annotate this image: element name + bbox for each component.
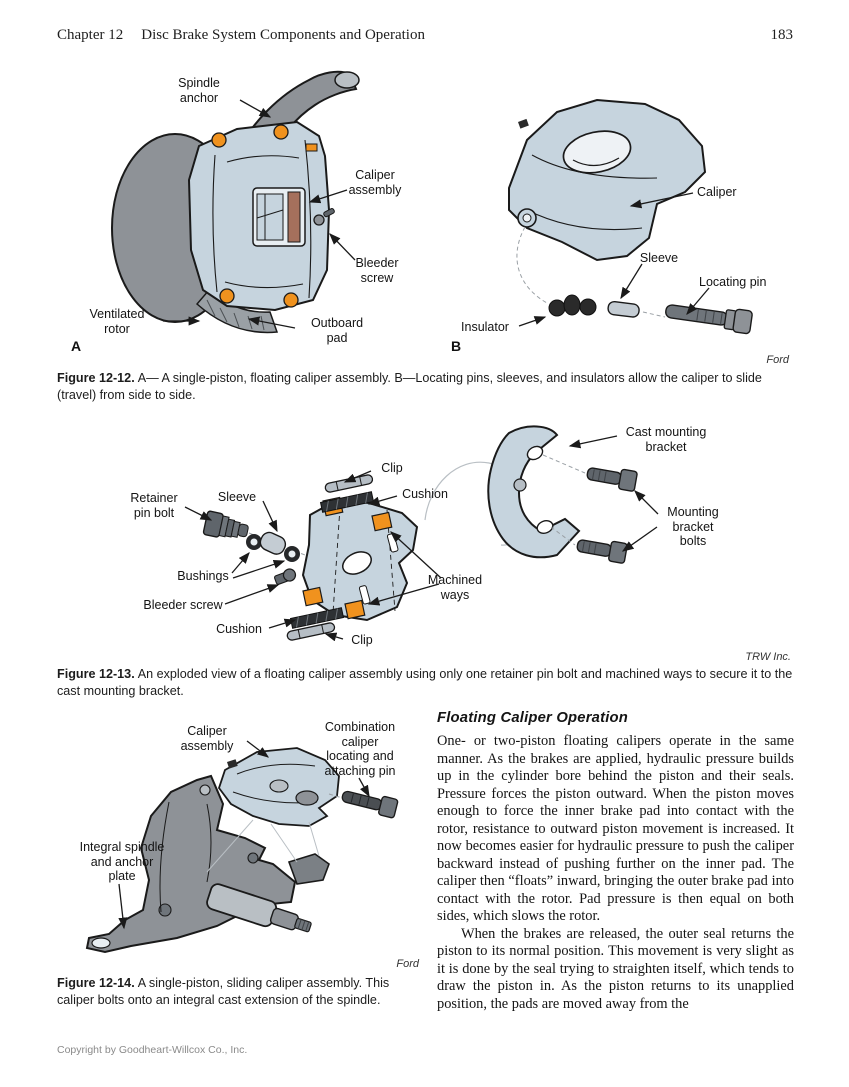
figure-12-14-credit: Ford xyxy=(396,958,419,970)
label-retainer-pin-bolt: Retainer pin bolt xyxy=(130,491,178,520)
sleeve-art xyxy=(259,531,287,555)
figure-12-13-caption-text: An exploded view of a floating caliper a… xyxy=(57,667,793,698)
label-spindle-anchor: Spindle anchor xyxy=(178,76,220,105)
page-number: 183 xyxy=(770,27,794,43)
figure-12-13-credit: TRW Inc. xyxy=(745,651,791,663)
figure-12-14-illustration xyxy=(85,740,399,954)
locating-pin-art xyxy=(665,304,753,335)
assembly-guide-line xyxy=(516,226,548,304)
label-bleeder-screw-13: Bleeder screw xyxy=(143,598,223,612)
cushion-top-art xyxy=(319,491,375,513)
alignment-guide-lines xyxy=(206,819,320,873)
figure-12-13-caption-label: Figure 12-13. xyxy=(57,667,135,681)
caliper-b-art xyxy=(508,98,707,262)
label-insulator: Insulator xyxy=(461,320,509,334)
caliper-assembly-art xyxy=(187,120,331,312)
sleeve-b-art xyxy=(607,300,640,318)
label-bleeder-screw: Bleeder screw xyxy=(355,256,399,285)
label-combination-pin: Combination caliper locating and attachi… xyxy=(324,720,396,778)
figure-12-12-illustration xyxy=(111,70,753,335)
figure-12-12-credit: Ford xyxy=(766,354,789,366)
figure-12-14: Caliper assembly Combination caliper loc… xyxy=(57,712,425,970)
chapter-title: Disc Brake System Components and Operati… xyxy=(141,27,425,43)
caliper-assembly-14-art xyxy=(217,747,340,827)
label-ventilated-rotor: Ventilated rotor xyxy=(89,307,145,336)
label-mounting-bracket-bolts: Mounting bracket bolts xyxy=(667,505,719,548)
figure-12-13-leader-lines xyxy=(184,435,659,642)
label-caliper-assembly-14: Caliper assembly xyxy=(180,724,234,753)
label-caliper: Caliper xyxy=(697,185,737,199)
clip-top-art xyxy=(324,474,374,493)
label-locating-pin: Locating pin xyxy=(699,275,767,289)
spindle-shaft-art xyxy=(206,883,312,933)
figure-12-13-caption: Figure 12-13.An exploded view of a float… xyxy=(57,666,795,699)
figure-12-12-caption: Figure 12-12.A— A single-piston, floatin… xyxy=(57,370,795,403)
header-chapter-title: Chapter 12 Disc Brake System Components a… xyxy=(57,27,425,44)
label-bushings: Bushings xyxy=(177,569,229,583)
clip-bottom-art xyxy=(286,622,336,641)
page-header: Chapter 12 Disc Brake System Components a… xyxy=(57,27,793,44)
label-caliper-assembly: Caliper assembly xyxy=(348,168,402,197)
bolt-guide-1 xyxy=(542,454,586,474)
bleeder-screw-13-art xyxy=(274,568,297,585)
label-clip-top: Clip xyxy=(381,461,403,475)
figure-12-14-caption: Figure 12-14.A single-piston, sliding ca… xyxy=(57,975,427,1008)
panel-letter-a: A xyxy=(71,338,82,354)
figure-12-12-caption-label: Figure 12-12. xyxy=(57,371,135,385)
figure-12-12: Spindle anchor Caliper assembly Bleeder … xyxy=(57,60,793,370)
figure-12-13-illustration xyxy=(184,425,659,642)
label-cushion-bottom: Cushion xyxy=(216,622,262,636)
figure-12-14-leader-lines xyxy=(118,740,370,930)
bushing-1-hole xyxy=(250,538,258,546)
article-column: Floating Caliper Operation One- or two-p… xyxy=(437,710,794,1013)
cast-mounting-bracket-art xyxy=(487,425,581,559)
chapter-number: Chapter 12 xyxy=(57,27,124,43)
figure-12-12-caption-text: A— A single-piston, floating caliper ass… xyxy=(57,371,762,402)
section-heading: Floating Caliper Operation xyxy=(437,710,628,726)
label-clip-bottom: Clip xyxy=(351,633,373,647)
attaching-pin-art xyxy=(341,790,399,819)
body-paragraph-1: One- or two-piston floating calipers ope… xyxy=(437,733,794,924)
label-cushion-top: Cushion xyxy=(402,487,448,501)
floating-caliper-art xyxy=(301,496,419,622)
label-integral-spindle: Integral spindle and anchor plate xyxy=(79,840,165,883)
bleeder-screw-art xyxy=(313,208,335,226)
bushing-2-hole xyxy=(288,550,296,558)
figure-12-14-caption-label: Figure 12-14. xyxy=(57,976,135,990)
insulator-art xyxy=(548,294,597,317)
pin-guide-line xyxy=(642,311,666,318)
label-machined-ways: Machined ways xyxy=(427,573,483,602)
label-sleeve-13: Sleeve xyxy=(217,490,257,504)
bolt-guide-2 xyxy=(550,526,576,546)
panel-letter-b: B xyxy=(451,338,462,354)
label-outboard-pad: Outboard pad xyxy=(310,316,364,345)
mounting-bolt-2-art xyxy=(576,539,628,564)
page-footer: Copyright by Goodheart-Willcox Co., Inc. xyxy=(57,1044,248,1056)
label-sleeve: Sleeve xyxy=(639,251,679,265)
retainer-pin-bolt-art xyxy=(202,510,249,538)
label-cast-mounting-bracket: Cast mounting bracket xyxy=(625,425,707,454)
body-paragraph-2: When the brakes are released, the outer … xyxy=(437,925,794,1012)
mounting-bolt-1-art xyxy=(586,467,638,492)
figure-12-13: Clip Cushion Cast mounting bracket Retai… xyxy=(57,415,793,665)
figure-12-14-caption-text: A single-piston, sliding caliper assembl… xyxy=(57,976,390,1007)
panel-a-leader-lines xyxy=(163,99,356,329)
panel-b-leader-lines xyxy=(518,192,710,327)
